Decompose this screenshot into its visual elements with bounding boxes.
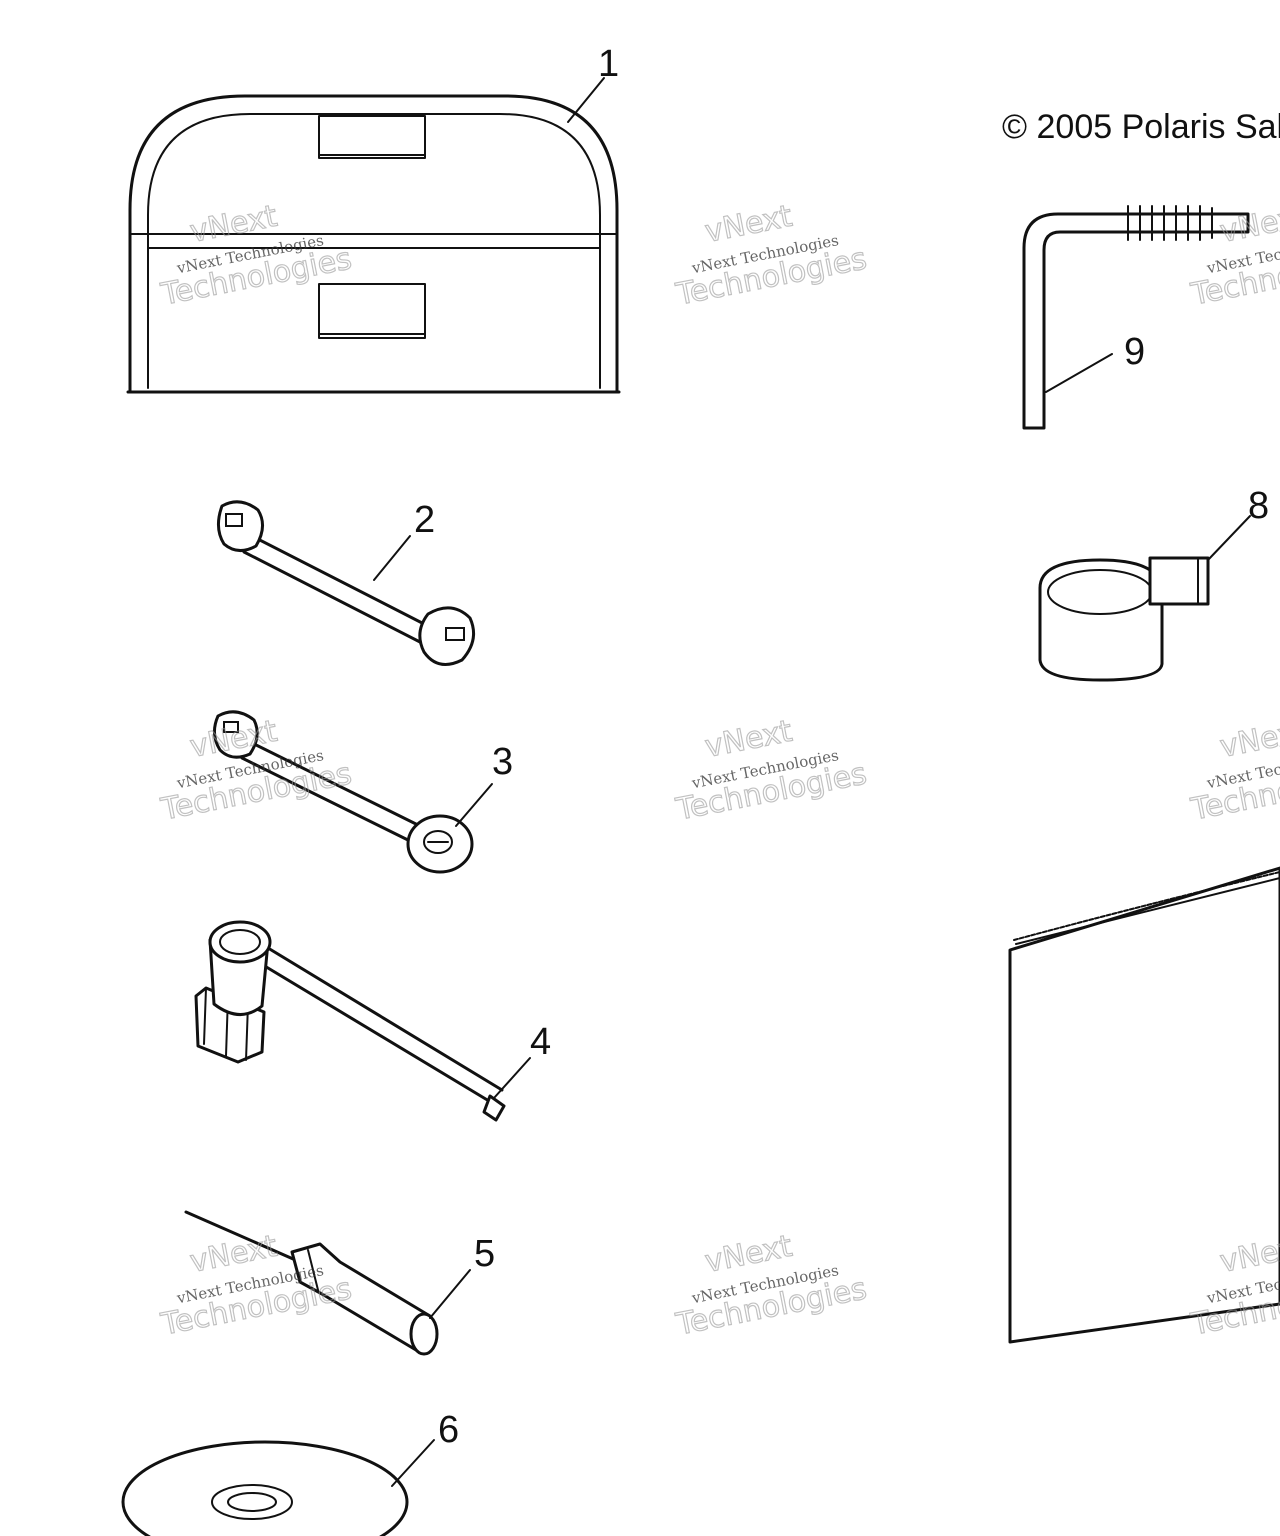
watermark-8: vNext vNext Technologies Technologies [1187, 713, 1280, 828]
watermark-6: vNext vNext Technologies Technologies [672, 1228, 870, 1343]
watermark-1: vNext vNext Technologies Technologies [157, 198, 355, 313]
watermark-4: vNext vNext Technologies Technologies [672, 713, 870, 828]
hex-key-icon [1022, 205, 1250, 430]
open-end-wrench-icon [217, 500, 476, 666]
copyright-text: © 2005 Polaris Sal [1002, 108, 1280, 146]
combination-wrench-icon [213, 710, 474, 874]
callout-9: 9 [1124, 331, 1145, 373]
manual-icon [1008, 866, 1280, 1344]
spark-plug-wrench-icon [194, 920, 506, 1122]
callout-8: 8 [1248, 485, 1269, 527]
callout-6: 6 [438, 1409, 459, 1451]
callouts: 1 2 3 4 5 6 8 9 [414, 43, 1269, 1451]
screwdriver-icon [184, 1210, 439, 1356]
svg-text:vNext: vNext [1217, 199, 1280, 250]
callout-2: 2 [414, 499, 435, 541]
callout-3: 3 [492, 741, 513, 783]
strap-icon [1038, 556, 1210, 682]
watermark-2: vNext vNext Technologies Technologies [672, 198, 870, 313]
watermark-3: vNext vNext Technologies Technologies [157, 713, 355, 828]
callout-4: 4 [530, 1021, 551, 1063]
tool-bag-icon [126, 94, 621, 394]
callout-1: 1 [598, 43, 619, 85]
cd-disc-icon [121, 1440, 409, 1536]
callout-5: 5 [474, 1233, 495, 1275]
watermark-5: vNext vNext Technologies Technologies [157, 1228, 355, 1343]
leader-lines [373, 77, 1251, 1487]
watermark-7: vNext vNext Technologies Technologies [1187, 198, 1280, 313]
svg-text:vNext: vNext [1217, 714, 1280, 765]
